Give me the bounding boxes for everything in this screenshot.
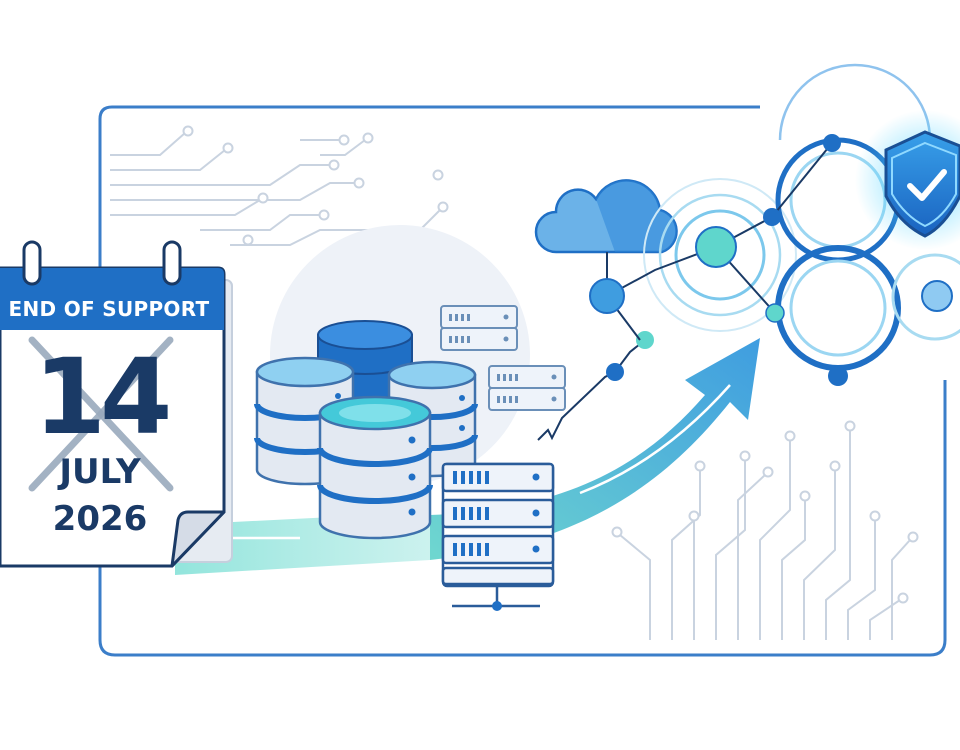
calendar-icon xyxy=(0,240,233,568)
circuit-lines-bottom xyxy=(619,430,911,640)
trend-node xyxy=(636,331,654,349)
circuit-nodes-top xyxy=(182,125,449,246)
server-rack-icon xyxy=(441,462,555,611)
network-nodes xyxy=(589,134,953,386)
circuit-lines-top xyxy=(110,132,441,246)
cloud-icon xyxy=(534,179,678,282)
outer-frame xyxy=(98,105,947,657)
trend-line xyxy=(537,339,646,441)
trend-node xyxy=(606,363,624,381)
shield-check-icon xyxy=(884,130,960,238)
server-icon xyxy=(440,305,518,351)
circuit-nodes-bottom xyxy=(611,420,919,604)
database-icon xyxy=(317,395,433,540)
server-icon xyxy=(488,365,566,411)
